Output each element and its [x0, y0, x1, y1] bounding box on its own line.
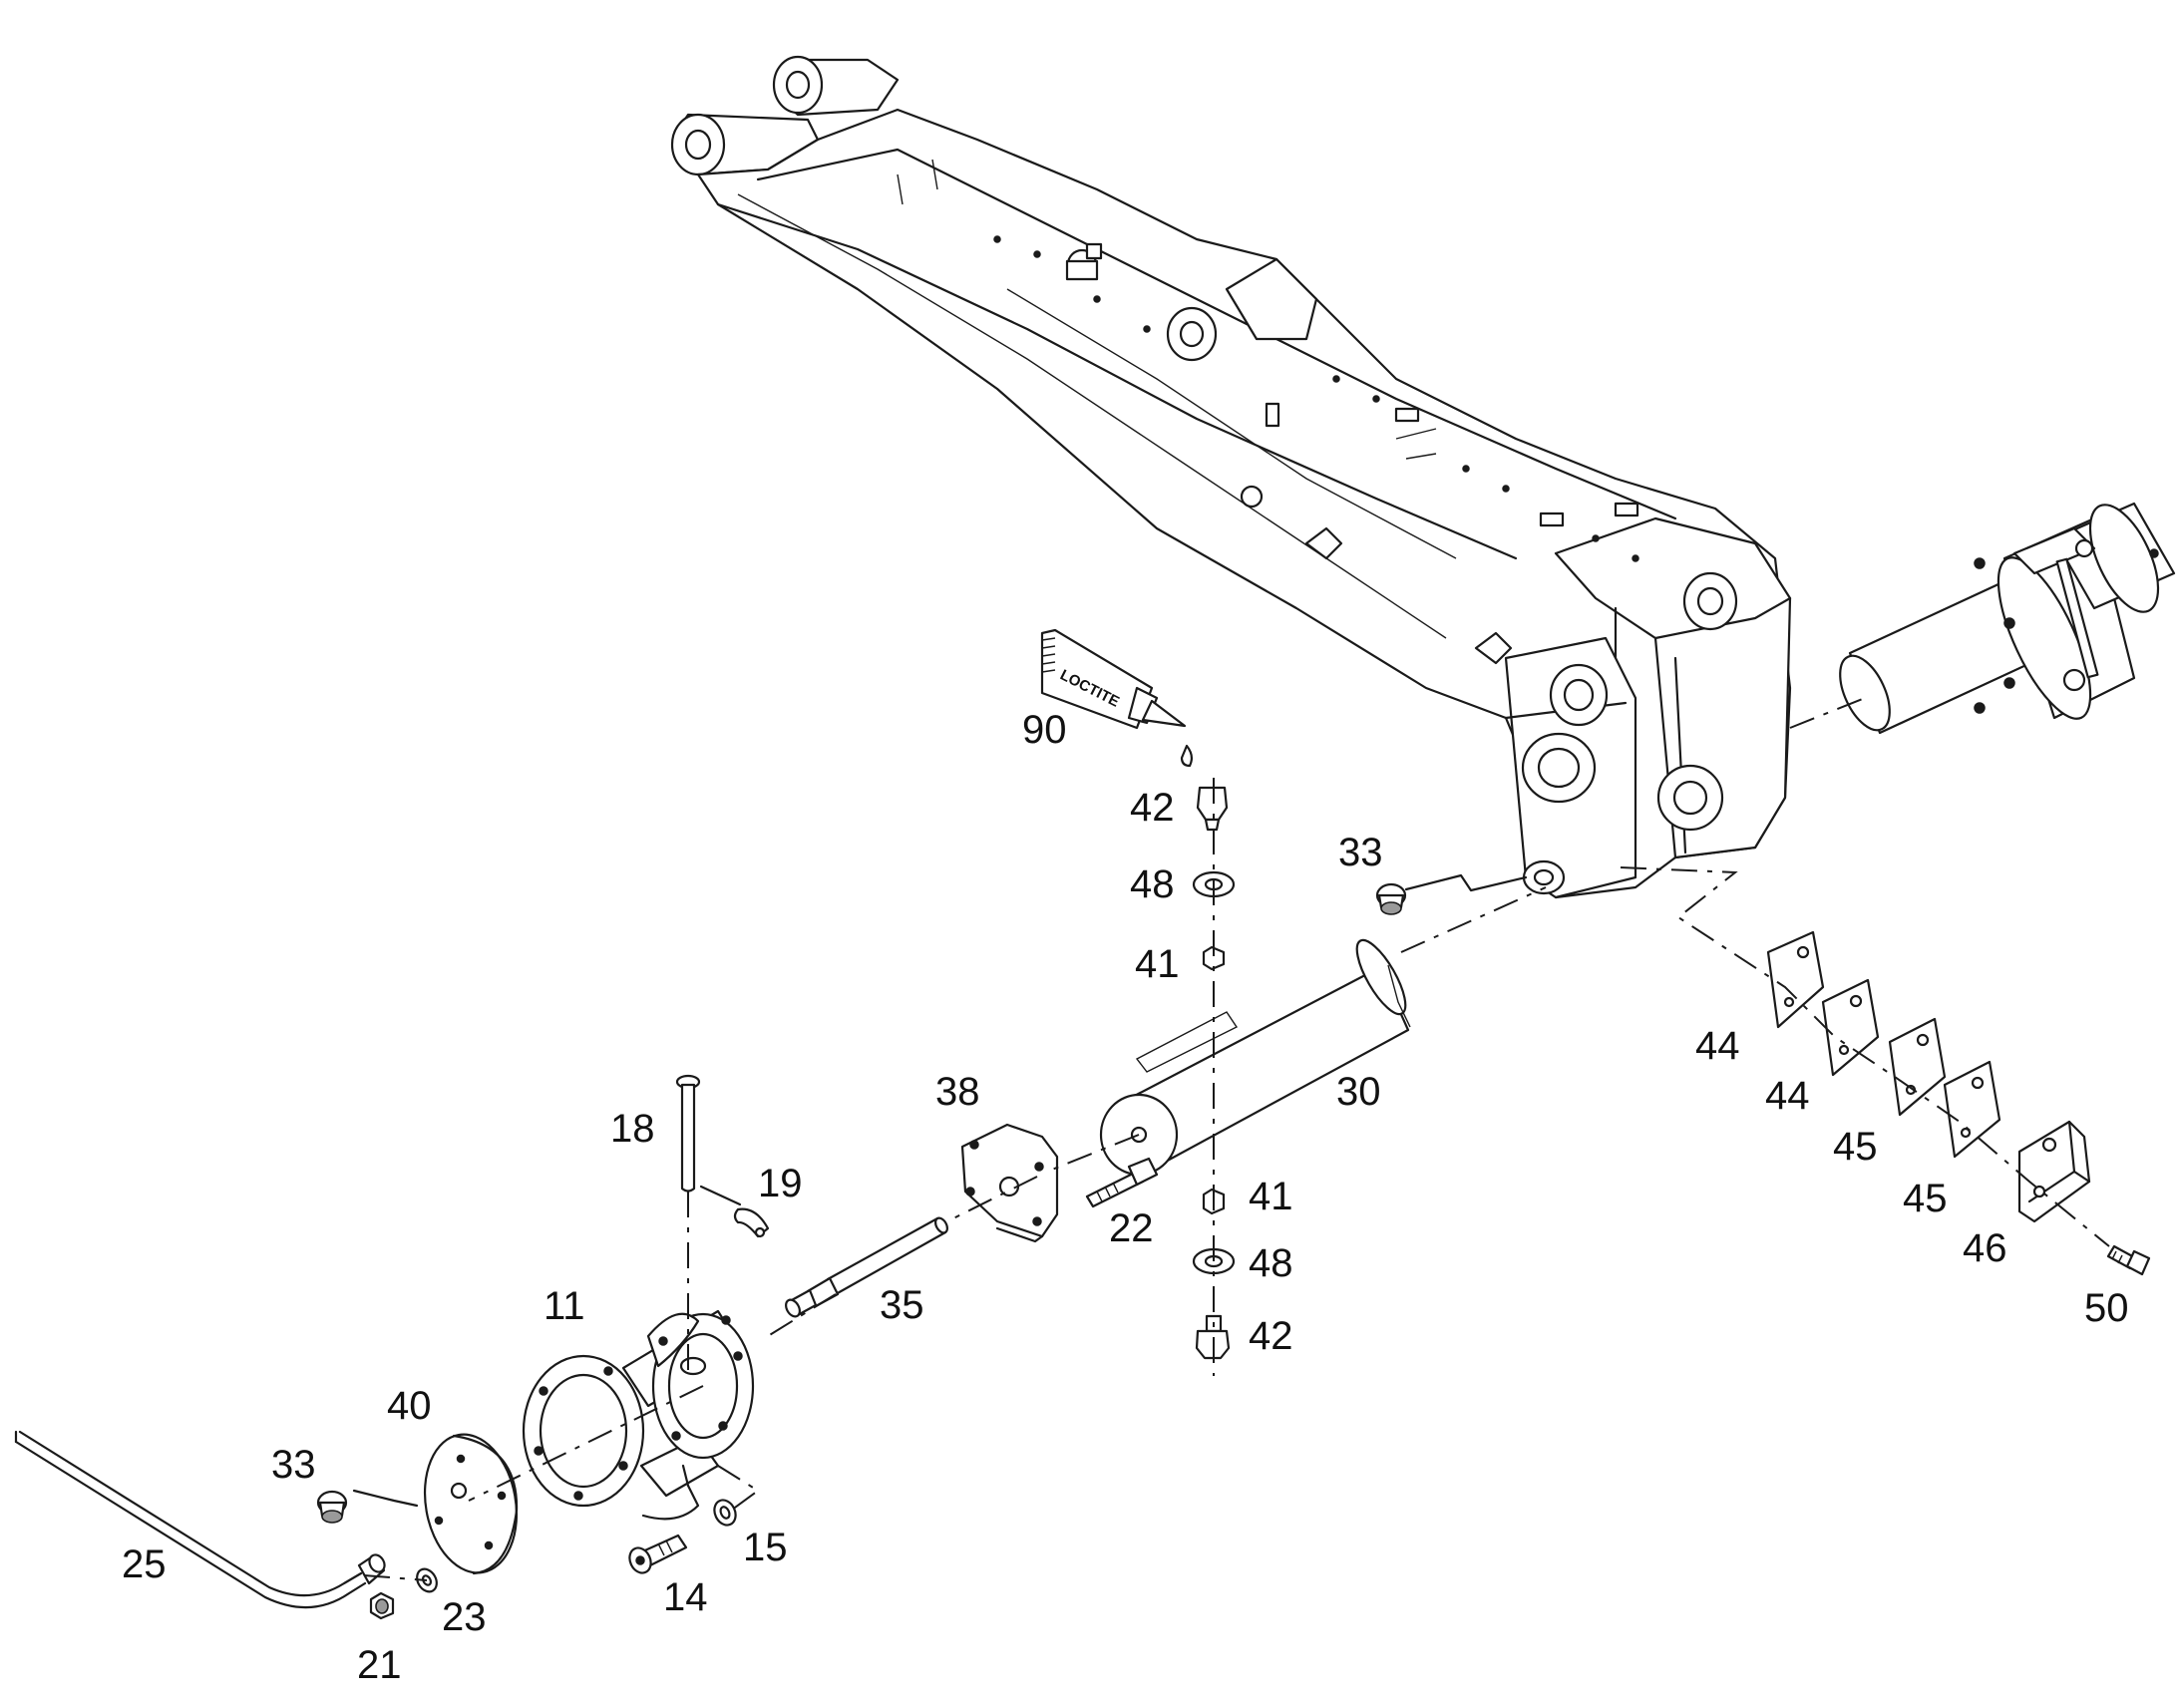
clip-19	[733, 1207, 770, 1238]
callout-41: 41	[1135, 942, 1180, 986]
callout-14: 14	[663, 1575, 708, 1619]
callout-44: 44	[1695, 1024, 1740, 1068]
callout-22: 22	[1109, 1206, 1154, 1250]
plug-33-left	[316, 1490, 348, 1524]
bolt-22	[1085, 1157, 1159, 1208]
callout-40: 40	[387, 1384, 432, 1428]
callout-18: 18	[610, 1107, 655, 1151]
boom-arm	[670, 55, 1792, 899]
callout-25: 25	[122, 1542, 167, 1586]
callout-38: 38	[935, 1070, 980, 1114]
callout-30: 30	[1336, 1070, 1381, 1114]
pin-18	[675, 1074, 701, 1193]
callout-23: 23	[442, 1595, 487, 1639]
shim-45-first	[1888, 1017, 1947, 1117]
shim-45-second	[1943, 1060, 2001, 1159]
center-lines	[363, 697, 2110, 1581]
shim-44-second	[1821, 978, 1880, 1077]
loctite-tube: LOCTITE	[1040, 628, 1194, 768]
shaft-35	[785, 1216, 948, 1318]
hydraulic-cylinder-assembly	[1839, 502, 2176, 735]
callout-41: 41	[1249, 1175, 1293, 1218]
nut-21	[369, 1591, 395, 1620]
callout-33: 33	[271, 1443, 316, 1487]
callout-15: 15	[743, 1526, 788, 1569]
callout-45: 45	[1833, 1125, 1878, 1169]
housing-11	[522, 1309, 755, 1521]
bolt-50	[2106, 1244, 2151, 1276]
callout-50: 50	[2084, 1286, 2129, 1330]
callout-45: 45	[1903, 1177, 1948, 1220]
callout-33: 33	[1338, 831, 1383, 874]
callout-42: 42	[1249, 1314, 1293, 1358]
callout-44: 44	[1765, 1074, 1810, 1118]
plate-38	[960, 1123, 1059, 1243]
shim-44-first	[1766, 930, 1825, 1029]
bolt-42-upper	[1196, 786, 1229, 832]
callout-35: 35	[880, 1283, 924, 1327]
plate-46	[2017, 1120, 2091, 1223]
callouts: 90 42 48 41 33 38 30 18 19 22 41 48 42 1…	[122, 708, 2129, 1687]
callout-21: 21	[357, 1643, 402, 1687]
leader-lines	[352, 873, 1528, 1508]
plug-33-right	[1375, 882, 1407, 915]
callout-11: 11	[544, 1284, 585, 1328]
callout-46: 46	[1963, 1226, 2007, 1270]
bolt-14	[628, 1534, 688, 1574]
callout-42: 42	[1130, 786, 1175, 830]
callout-19: 19	[758, 1162, 803, 1205]
callout-48: 48	[1249, 1241, 1293, 1285]
callout-90: 90	[1022, 708, 1067, 752]
callout-48: 48	[1130, 862, 1175, 906]
nut-41-upper	[1202, 945, 1226, 971]
cover-40	[423, 1433, 519, 1575]
washer-15	[713, 1499, 737, 1527]
